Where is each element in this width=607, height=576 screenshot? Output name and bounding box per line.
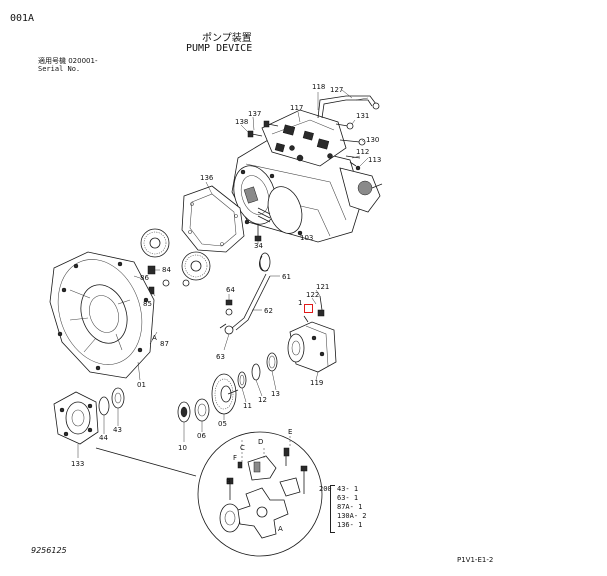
detail-letter-labels: A A B C D E F <box>152 334 292 533</box>
ref-122: 122 <box>306 291 319 299</box>
ref-12: 12 <box>258 396 267 404</box>
ref-43: 43 <box>113 426 122 434</box>
kit-item: 43- 1 <box>337 485 359 493</box>
part-reference-labels: 118 117 127 137 138 131 130 112 113 136 … <box>71 83 381 468</box>
ref-34: 34 <box>254 242 263 250</box>
kit-item: 136- 1 <box>337 521 363 529</box>
letter-b: B <box>226 478 231 486</box>
ref-84: 84 <box>162 266 171 274</box>
letter-a-housing: A <box>152 334 157 342</box>
serial-number-label: Serial No. <box>38 65 81 73</box>
ref-117: 117 <box>290 104 303 112</box>
ref-136: 136 <box>200 174 214 182</box>
ref-118: 118 <box>312 83 325 91</box>
oil-level-gauge-tube <box>219 252 271 335</box>
leader-lines <box>77 89 369 458</box>
ref-130: 130 <box>366 136 379 144</box>
letter-d: D <box>258 438 263 446</box>
ref-64: 64 <box>226 286 235 294</box>
coupling-detail-view <box>95 431 323 557</box>
kit-brace <box>330 485 335 533</box>
flywheel-housing-01 <box>49 251 155 379</box>
ref-87: 87 <box>160 340 169 348</box>
ref-86: 86 <box>140 274 149 282</box>
letter-c: C <box>240 444 245 452</box>
page-title-japanese: ポンプ装置 <box>202 33 252 44</box>
ref-05: 05 <box>218 420 227 428</box>
sheet-code: P1V1-E1-2 <box>457 556 494 564</box>
kit-item-list: 43- 1 63- 1 87A- 1 130A- 2 136- 1 <box>337 485 367 530</box>
letter-a-detail: A <box>278 525 283 533</box>
ref-112: 112 <box>356 148 369 156</box>
drawing-number: 9256125 <box>31 546 67 555</box>
ref-137: 137 <box>248 110 261 118</box>
kit-item: 130A- 2 <box>337 512 367 520</box>
gasket-136 <box>181 185 245 253</box>
ref-85: 85 <box>143 300 152 308</box>
ref-1xx: 1 <box>298 299 302 307</box>
page-title-english: PUMP DEVICE <box>186 43 253 54</box>
kit-number: 200 <box>319 485 332 493</box>
letter-f: F <box>233 454 237 462</box>
applicability-label: 適用号機 020001- <box>38 57 98 65</box>
main-pump-assembly <box>231 95 383 243</box>
ref-121: 121 <box>316 283 329 291</box>
seal-rings <box>237 352 278 389</box>
kit-item: 63- 1 <box>337 494 359 502</box>
highlighted-part-marker <box>304 304 313 313</box>
coupling-133 <box>53 387 125 445</box>
letter-e: E <box>288 428 292 436</box>
ref-119: 119 <box>310 379 323 387</box>
ref-11: 11 <box>243 402 252 410</box>
ref-61: 61 <box>282 273 291 281</box>
ref-113: 113 <box>368 156 381 164</box>
page-code: 001A <box>10 13 35 24</box>
ref-133: 133 <box>71 460 84 468</box>
ref-62: 62 <box>264 307 273 315</box>
drive-gear-and-bearing <box>177 373 239 423</box>
kit-item: 87A- 1 <box>337 503 363 511</box>
ref-103: 103 <box>300 234 313 242</box>
ref-06: 06 <box>197 432 206 440</box>
ref-63: 63 <box>216 353 225 361</box>
ref-01: 01 <box>137 381 146 389</box>
ref-10: 10 <box>178 444 187 452</box>
gear-pump-119 <box>287 295 337 373</box>
ref-131: 131 <box>356 112 369 120</box>
ref-44: 44 <box>99 434 108 442</box>
ref-138: 138 <box>235 118 248 126</box>
ref-13: 13 <box>271 390 280 398</box>
ref-127: 127 <box>330 86 343 94</box>
